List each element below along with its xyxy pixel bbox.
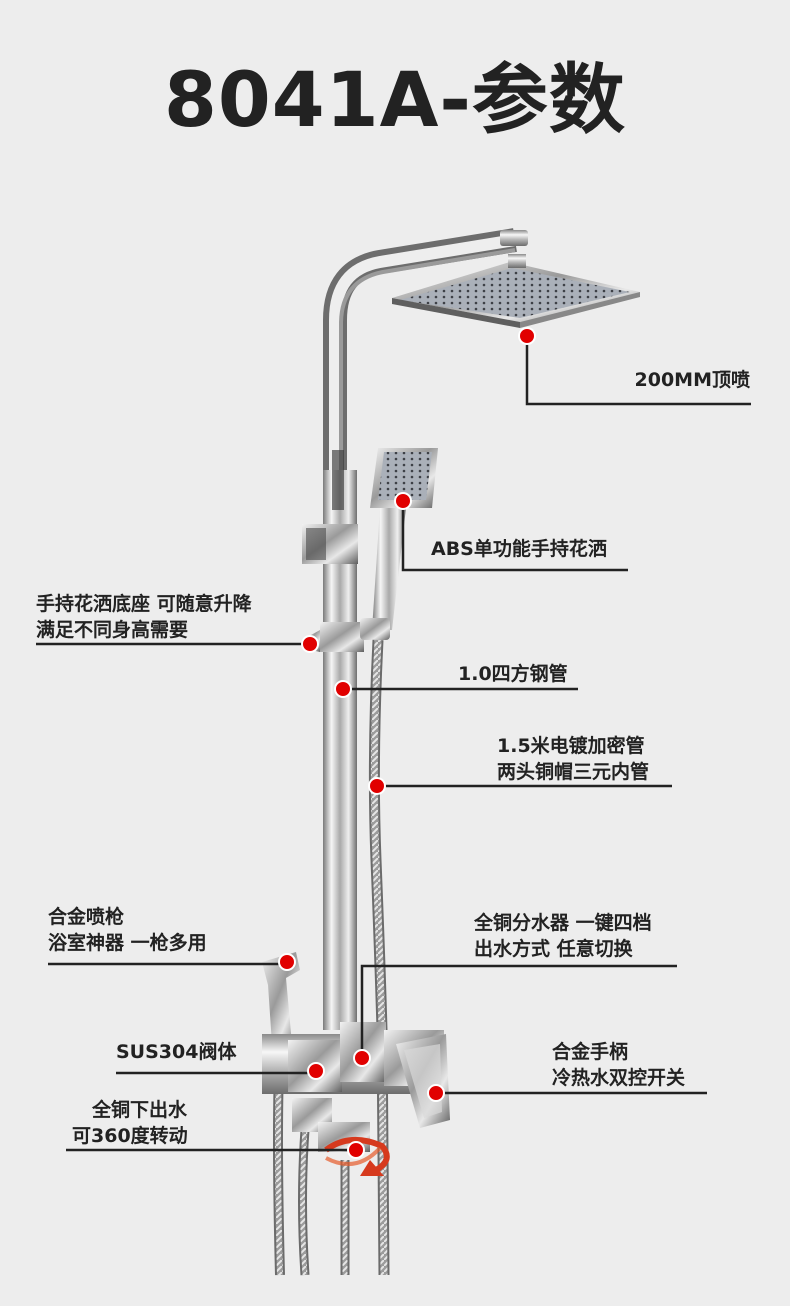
callout-dot xyxy=(278,953,296,971)
label-hose: 1.5米电镀加密管 两头铜帽三元内管 xyxy=(497,733,649,785)
callout-dot xyxy=(427,1084,445,1102)
label-handle: 合金手柄 冷热水双控开关 xyxy=(552,1039,685,1091)
label-line: 两头铜帽三元内管 xyxy=(497,761,650,783)
callout-dot xyxy=(394,492,412,510)
label-spray-gun: 合金喷枪 浴室神器 一枪多用 xyxy=(48,904,207,956)
callout-dot xyxy=(368,777,386,795)
label-valve-body: SUS304阀体 xyxy=(116,1039,236,1065)
label-line: SUS304阀体 xyxy=(116,1041,237,1063)
label-line: 全铜分水器 一键四档 xyxy=(474,912,652,934)
page-title: 8041A-参数 xyxy=(164,55,626,144)
label-line: 合金喷枪 xyxy=(48,906,125,928)
mixer-valve xyxy=(262,1022,450,1128)
label-top-spray: 200MM顶喷 xyxy=(635,367,750,393)
label-line: 1.5米电镀加密管 xyxy=(497,735,645,757)
label-pipe: 1.0四方钢管 xyxy=(458,661,568,687)
hand-shower xyxy=(370,448,438,630)
callout-dots xyxy=(278,327,536,1159)
callout-dot xyxy=(307,1062,325,1080)
label-line: ABS单功能手持花洒 xyxy=(431,538,607,560)
label-line: 手持花洒底座 可随意升降 xyxy=(36,593,252,615)
label-line: 出水方式 任意切换 xyxy=(474,938,633,960)
rain-shower-head xyxy=(392,254,640,328)
bath-spout xyxy=(292,1098,370,1152)
callout-dot xyxy=(347,1141,365,1159)
overhead-arm xyxy=(323,228,528,480)
callout-dot xyxy=(518,327,536,345)
label-line: 200MM顶喷 xyxy=(634,369,750,391)
label-hand-shower: ABS单功能手持花洒 xyxy=(431,536,607,562)
callout-dot xyxy=(353,1049,371,1067)
label-diverter: 全铜分水器 一键四档 出水方式 任意切换 xyxy=(474,910,652,962)
label-line: 满足不同身高需要 xyxy=(36,619,189,641)
label-line: 1.0四方钢管 xyxy=(458,663,568,685)
callout-dot xyxy=(301,635,319,653)
label-line: 冷热水双控开关 xyxy=(552,1067,686,1089)
callout-dot xyxy=(334,680,352,698)
label-line: 合金手柄 xyxy=(552,1041,629,1063)
rotation-arrow-icon xyxy=(324,1137,390,1176)
label-spout: 全铜下出水 可360度转动 xyxy=(72,1097,188,1149)
label-line: 可360度转动 xyxy=(72,1125,188,1147)
label-line: 全铜下出水 xyxy=(92,1099,188,1121)
callout-lines xyxy=(36,336,751,1152)
label-shower-holder: 手持花洒底座 可随意升降 满足不同身高需要 xyxy=(36,591,252,643)
label-line: 浴室神器 一枪多用 xyxy=(48,932,207,954)
